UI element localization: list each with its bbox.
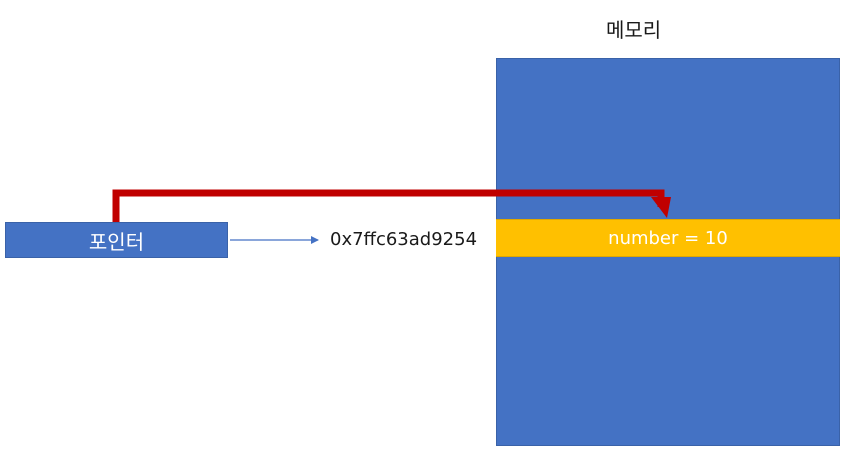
memory-cell-label: number = 10	[608, 227, 728, 249]
pointer-label: 포인터	[88, 229, 145, 254]
pointer-arrow-line	[112, 189, 665, 222]
pointer-box: 포인터	[5, 222, 228, 258]
pointer-arrow-head	[651, 197, 671, 218]
memory-cell-number: number = 10	[496, 219, 840, 257]
address-value: 0x7ffc63ad9254	[330, 229, 478, 250]
memory-title: 메모리	[606, 18, 662, 42]
